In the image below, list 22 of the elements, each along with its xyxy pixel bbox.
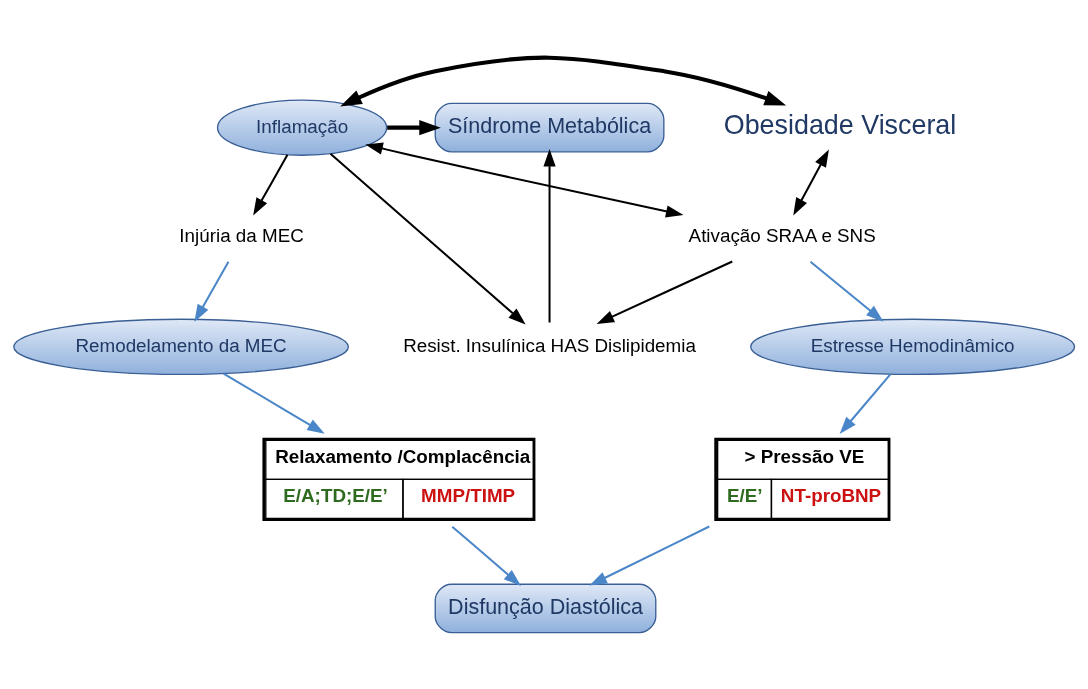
arrow [809, 260, 884, 322]
node-text: Ativação SRAA e SNS [688, 224, 876, 246]
arrow [329, 152, 526, 325]
arrow [793, 149, 829, 215]
node-text: Injúria da MEC [179, 224, 304, 246]
node-ellipse: Estresse Hemodinâmico [750, 318, 1076, 375]
node-box: Síndrome Metabólica [434, 102, 665, 152]
arrow [365, 142, 684, 217]
arrow [340, 55, 787, 106]
arrow [387, 119, 441, 135]
arrow [223, 372, 325, 434]
arrow [451, 525, 522, 586]
arrow [839, 373, 892, 434]
node-box: Disfunção Diastólica [434, 583, 657, 633]
arrow [589, 525, 710, 585]
node-ellipse: Remodelamento da MEC [13, 318, 350, 375]
arrow [194, 260, 230, 322]
node-text: Obesidade Visceral [723, 109, 957, 140]
arrow [596, 260, 733, 324]
arrow [543, 148, 556, 322]
arrow [253, 153, 289, 215]
node-text: Resist. Insulínica HAS Dislipidemia [403, 334, 696, 356]
